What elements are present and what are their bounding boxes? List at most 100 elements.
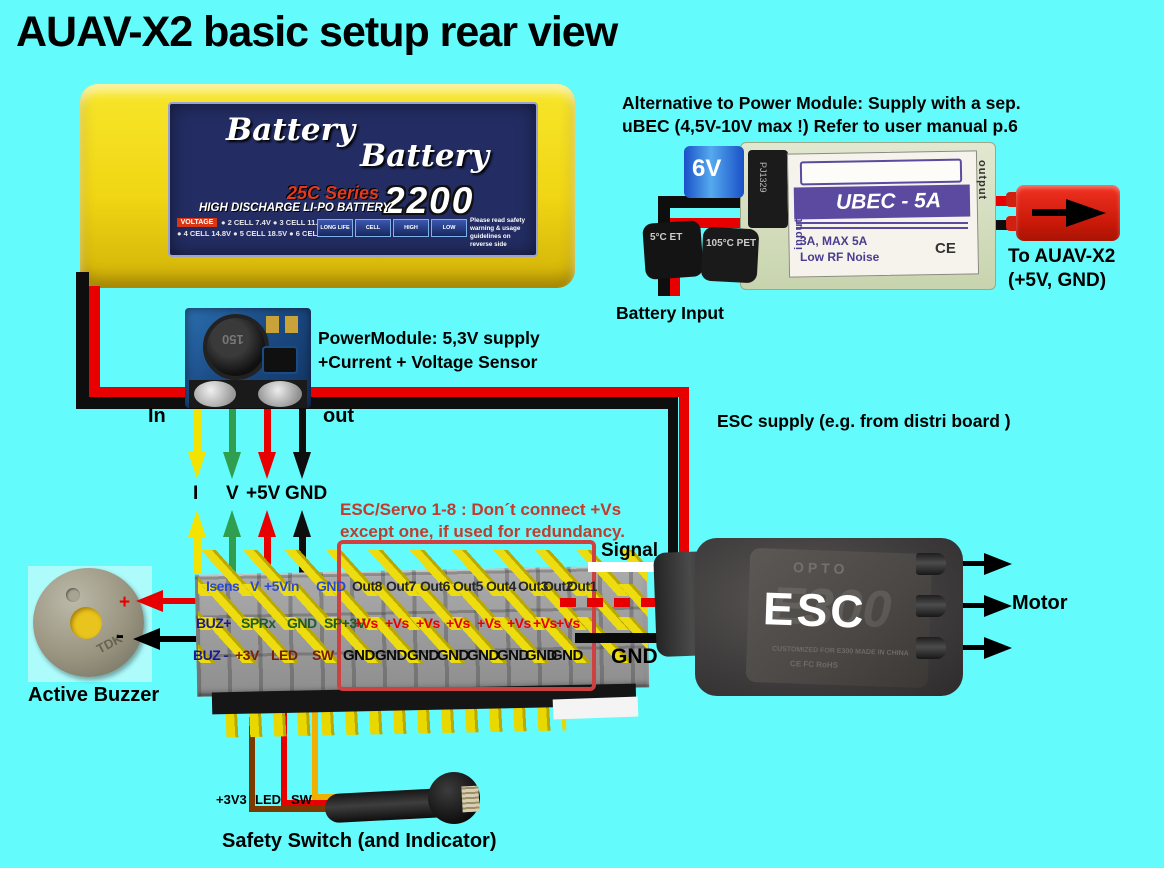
battery-voltage-badge: VOLTAGE bbox=[177, 218, 217, 227]
pin-label-gnd-out: GND bbox=[375, 647, 407, 664]
buzzer-caption: Active Buzzer bbox=[28, 684, 160, 706]
pin-label-vs: +Vs bbox=[354, 615, 378, 631]
pin-label-gnd-out: GND bbox=[343, 647, 375, 664]
ubec-label-rule2 bbox=[796, 227, 968, 229]
power-module-caption-2: +Current + Voltage Sensor bbox=[318, 352, 538, 372]
ubec-label-rule1 bbox=[796, 222, 968, 224]
pin-label-vs: +Vs bbox=[507, 615, 531, 631]
warning-frame bbox=[337, 540, 596, 691]
buzzer-plus-arrow bbox=[136, 590, 163, 612]
label-gnd: GND bbox=[285, 483, 328, 504]
battery-brand-bottom: Battery bbox=[360, 138, 489, 174]
battery-badge-cell: CELL bbox=[355, 219, 391, 237]
pin-label-out4: Out4 bbox=[486, 578, 516, 594]
ubec-note-line-2: uBEC (4,5V-10V max !) Refer to user manu… bbox=[622, 116, 1018, 136]
ubec-input-label: input bbox=[793, 218, 805, 250]
pin-label-vs: +Vs bbox=[416, 615, 440, 631]
pin-label-gnd-out: GND bbox=[407, 647, 439, 664]
battery-wire-red bbox=[89, 286, 100, 394]
motor-arrow-shaft-1 bbox=[950, 561, 986, 566]
pin-label-led: LED bbox=[271, 647, 298, 663]
ubec-capacitor-label: 6V bbox=[692, 155, 722, 182]
esc-supply-label: ESC supply (e.g. from distri board ) bbox=[717, 411, 1011, 431]
pin-label-vs: +Vs bbox=[556, 615, 580, 631]
pin-label-vs: +Vs bbox=[385, 615, 409, 631]
power-module-out-label: out bbox=[323, 405, 355, 427]
motor-arrow-shaft-2 bbox=[950, 603, 986, 608]
supply-wire-black-horizontal bbox=[76, 397, 678, 409]
signal-wire bbox=[588, 562, 700, 572]
switch-caption: Safety Switch (and Indicator) bbox=[222, 830, 497, 852]
warning-line-1: ESC/Servo 1-8 : Don´t connect +Vs bbox=[340, 500, 622, 519]
pin-label-out8: Out8 bbox=[352, 578, 382, 594]
pin-label-sw: SW bbox=[312, 647, 334, 663]
motor-arrow-head-1 bbox=[984, 553, 1012, 575]
solder-blob-left bbox=[194, 381, 236, 407]
battery-label bbox=[168, 102, 538, 257]
power-module-ic bbox=[264, 348, 296, 372]
esc-motor-stub-1 bbox=[916, 553, 946, 575]
buzzer-hole bbox=[70, 607, 102, 639]
battery-badge-longlife: LONG LIFE bbox=[317, 219, 353, 237]
esc-motor-stub-3 bbox=[916, 637, 946, 659]
pin-label-v: V bbox=[250, 578, 259, 594]
switch-wire-orange-h bbox=[312, 794, 336, 800]
pin-label-vs: +Vs bbox=[477, 615, 501, 631]
to-auavx2-line-2: (+5V, GND) bbox=[1008, 270, 1107, 291]
pin-label-5vin: +5Vin bbox=[264, 578, 300, 594]
gnd-wire-label: GND bbox=[611, 645, 658, 668]
battery-capacity: 2200 bbox=[384, 180, 475, 221]
power-module-cap2 bbox=[285, 316, 298, 333]
signal-label: Signal bbox=[601, 540, 659, 561]
pin-label-out2: Out2 bbox=[543, 578, 573, 594]
pin-label-gnd-out: GND bbox=[437, 647, 469, 664]
battery-brand-top: Battery bbox=[226, 112, 355, 148]
ubec-chip-marking: PJ1329 bbox=[758, 162, 768, 193]
ubec-spec-1: 3A, MAX 5A bbox=[800, 234, 868, 248]
wire-i-lower bbox=[194, 536, 201, 574]
battery-cells-row2: ● 4 CELL 14.8V ● 5 CELL 18.5V ● 6 CELL 2… bbox=[177, 229, 344, 238]
ubec-label-topbox bbox=[799, 158, 963, 186]
motor-label: Motor bbox=[1012, 592, 1068, 614]
label-i: I bbox=[193, 483, 199, 504]
wire-5v-upper bbox=[264, 409, 271, 453]
pin-label-gnd-mid: GND bbox=[287, 615, 317, 631]
buzzer-dot bbox=[66, 588, 80, 602]
pin-label-sprx: SPRx bbox=[241, 615, 276, 631]
pin-label-buz-plus: BUZ+ bbox=[196, 615, 231, 631]
pin-label-vs: +Vs bbox=[446, 615, 470, 631]
arrow-up-gnd bbox=[293, 510, 311, 537]
arrow-down-5v bbox=[258, 452, 276, 479]
esc-marks: CE FC RoHS bbox=[789, 659, 839, 670]
warning-line-2: except one, if used for redundancy. bbox=[340, 522, 625, 541]
battery-badge-low: LOW bbox=[431, 219, 467, 237]
ubec-capacitor bbox=[684, 146, 744, 198]
buzzer-minus-label: - bbox=[116, 622, 124, 649]
battery-input-label: Battery Input bbox=[616, 303, 724, 323]
arrow-up-5v bbox=[258, 510, 276, 537]
ce-mark: CE bbox=[935, 240, 956, 257]
connector-arrow-head bbox=[1066, 199, 1106, 227]
pin-label-out6: Out6 bbox=[420, 578, 450, 594]
battery-type-line: HIGH DISCHARGE LI-PO BATTERY bbox=[199, 202, 391, 214]
buzzer-plus-wire bbox=[161, 598, 207, 604]
esc-supply-wire-black bbox=[668, 404, 678, 557]
wire-i-upper bbox=[194, 409, 201, 453]
arrow-up-v bbox=[223, 510, 241, 537]
page-bottom-edge bbox=[0, 868, 1164, 882]
wire-v-upper bbox=[229, 409, 236, 453]
switch-label-led: LED bbox=[255, 792, 281, 807]
board-pins-row3 bbox=[198, 617, 648, 663]
arrow-down-gnd bbox=[293, 452, 311, 479]
esc-motor-stub-2 bbox=[916, 595, 946, 617]
switch-label-3v3: +3V3 bbox=[216, 792, 247, 807]
ubec-name: UBEC - 5A bbox=[835, 189, 942, 214]
to-auavx2-line-1: To AUAV-X2 bbox=[1008, 246, 1116, 267]
power-module-in-label: In bbox=[148, 405, 166, 427]
switch-button-tip bbox=[461, 785, 480, 813]
esc-opto-label: OPTO bbox=[792, 559, 849, 577]
pin-label-out3: Out3 bbox=[518, 578, 548, 594]
label-v: V bbox=[226, 483, 239, 504]
inductor-marking: 150 bbox=[222, 332, 244, 347]
power-module-inductor bbox=[203, 314, 269, 380]
